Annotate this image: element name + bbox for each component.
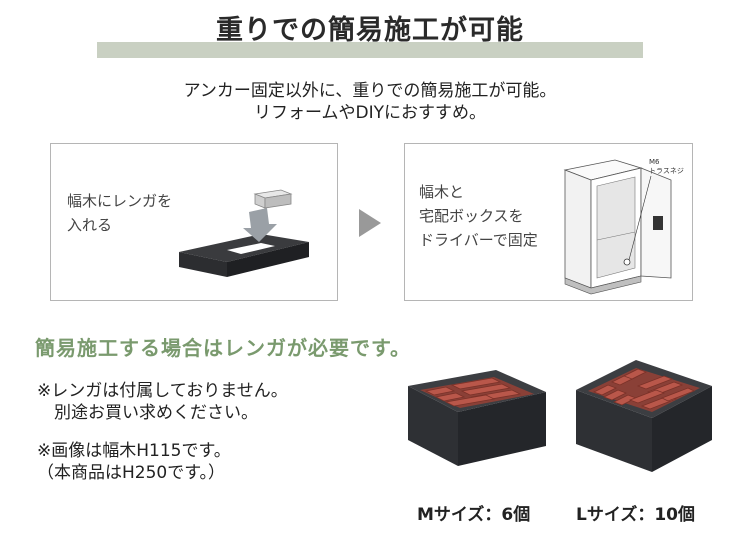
step1-text: 幅木にレンガを 入れる [67,189,172,237]
note-bricks-line-2: 別途お買い求めください。 [37,403,258,423]
delivery-box-illustration: M6 トラスネジ [563,158,684,295]
screw-icon [623,258,631,266]
l-brick [593,384,617,396]
step1-panel: 幅木にレンガを 入れる [50,143,338,301]
note-bricks: ※レンガは付属しておりません。 別途お買い求めください。 [37,380,288,424]
l-frame-side [652,386,712,472]
intro-line-2: リフォームやDIYにおすすめ。 [254,103,486,123]
step1-line-2: 入れる [67,216,113,234]
note-image-line-1: ※画像は幅木H115です。 [37,441,231,461]
l-size-brick-frame-image [576,360,712,472]
step2-line-1: 幅木と [419,183,465,201]
l-brick [603,389,627,401]
baseboard-front [179,252,227,277]
box-side [564,169,592,289]
brick-side [264,193,292,209]
callout-line [628,175,652,261]
m-size-caption: Mサイズ：6個 [417,505,531,525]
m-brick [460,383,512,396]
intro-line-1: アンカー固定以外に、重りでの簡易施工が可能。 [183,81,557,101]
title-accent-band [97,42,643,58]
box-baseboard [564,275,642,295]
box-interior [596,176,636,279]
step2-panel: 幅木と 宅配ボックスを ドライバーで固定 M6 トラスネジ [404,143,693,301]
l-brick-bed [588,368,700,412]
next-step-arrow-icon [359,209,381,237]
l-brick [636,375,674,390]
note-image: ※画像は幅木H115です。 （本商品はH250です。） [37,440,231,484]
l-brick [661,387,695,402]
callout-m6: M6 [649,158,660,166]
page-title: 重りでの簡易施工が可能 [216,15,524,46]
baseboard-side [227,242,309,277]
m-frame-front [408,386,458,466]
m-frame-side [458,392,546,466]
l-brick [623,368,647,380]
l-frame-front [576,390,652,472]
m-brick [450,377,502,390]
section-heading: 簡易施工する場合はレンガが必要です。 [35,336,411,360]
callout-screw: トラスネジ [649,167,684,175]
step2-line-3: ドライバーで固定 [419,231,538,249]
l-brick [628,389,666,404]
m-brick [424,386,456,396]
l-size-caption: Lサイズ：10個 [576,505,695,525]
insert-arrow [243,208,277,242]
m-size-brick-frame-image [408,370,546,466]
baseboard-brick-illustration [179,189,309,277]
step2-text: 幅木と 宅配ボックスを ドライバーで固定 [419,180,538,252]
m-brick [444,394,496,407]
note-bricks-line-1: ※レンガは付属しておりません。 [37,381,288,401]
door-lock-icon [653,216,663,230]
step2-line-2: 宅配ボックスを [419,207,524,225]
step1-line-1: 幅木にレンガを [67,192,173,210]
baseboard-opening [227,243,275,254]
m-brick [434,392,466,402]
intro-text: アンカー固定以外に、重りでの簡易施工が可能。 リフォームやDIYにおすすめ。 [0,80,740,124]
note-image-line-2: （本商品はH250です。） [37,463,226,483]
